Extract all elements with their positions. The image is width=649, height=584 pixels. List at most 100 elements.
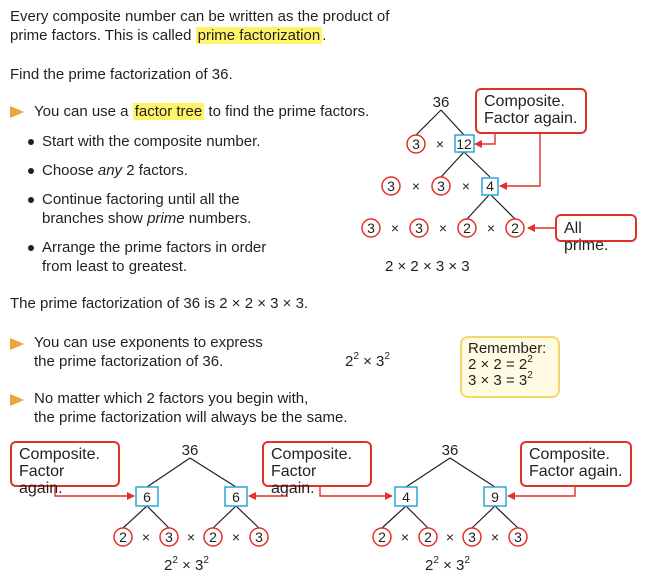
tree-main-r2-b: 3	[437, 178, 445, 194]
times-sign: ×	[187, 529, 195, 545]
composite-box-icon	[135, 486, 159, 507]
prime-circle-icon	[159, 527, 179, 547]
intro-text: prime factors. This is called	[10, 27, 196, 44]
step-4-line-1: Arrange the prime factors in order	[42, 239, 267, 256]
arrow-bullet-icon	[10, 106, 24, 118]
tl-base-1: 2	[164, 557, 173, 574]
prime-circle-icon	[372, 527, 392, 547]
callout-text-1: Composite.	[19, 446, 100, 463]
step-3-line-1: Continue factoring until all the	[42, 191, 240, 208]
composite-box-icon	[481, 177, 499, 196]
times-sign: ×	[436, 136, 444, 152]
bullet-same-line-2: the prime factorization will always be t…	[34, 409, 348, 426]
intro-period: .	[322, 27, 327, 44]
tl-exp-1: 2	[172, 555, 178, 566]
step2-em: any	[97, 162, 123, 179]
bullet-dot-icon	[28, 139, 34, 145]
times-sign: ×	[232, 529, 240, 545]
remember-l2-text: 3 × 3 = 3	[468, 372, 528, 389]
prime-circle-icon	[409, 218, 429, 238]
times-sign: ×	[446, 529, 454, 545]
step3-text-a: branches show	[42, 210, 148, 227]
tree-left-root: 36	[182, 442, 199, 459]
tree-right-r2-c: 3	[468, 529, 476, 545]
tr-times: ×	[438, 557, 457, 574]
tree-main-r3-b: 3	[415, 220, 423, 236]
prime-circle-icon	[418, 527, 438, 547]
bullet-dot-icon	[28, 168, 34, 174]
tree-left-r1-a: 6	[143, 489, 151, 505]
tree-branches	[122, 109, 519, 529]
tr-base-2: 3	[456, 557, 465, 574]
callout-text-2: Factor again.	[484, 110, 578, 127]
exp-power-1: 2	[353, 351, 359, 362]
remember-l2-exp: 2	[527, 370, 533, 381]
tr-exp-2: 2	[464, 555, 470, 566]
times-sign: ×	[487, 220, 495, 236]
exp-base-1: 2	[345, 353, 354, 370]
remember-box: Remember: 2 × 2 = 22 3 × 3 = 32	[460, 336, 560, 398]
highlight-factor-tree: factor tree	[132, 103, 205, 120]
prime-circle-icon	[249, 527, 269, 547]
callout-text-2: Factor again.	[529, 463, 623, 480]
step2-text-b: 2 factors.	[122, 162, 188, 179]
tr-base-1: 2	[425, 557, 434, 574]
exp-times: ×	[358, 353, 377, 370]
tree-right-r2-b: 2	[424, 529, 432, 545]
composite-box-icon	[394, 486, 418, 507]
exponent-form: 22 × 32	[345, 352, 390, 371]
callout-text-2: Factor again.	[271, 463, 317, 497]
callout-text-2: Factor again.	[19, 463, 65, 497]
step2-text-a: Choose	[42, 162, 98, 179]
step3-text-b: numbers.	[184, 210, 252, 227]
callout-arrows	[54, 133, 576, 500]
callout-text-1: Composite.	[271, 446, 352, 463]
tree-main-r3-d: 2	[511, 220, 519, 236]
tree-main-r1-a: 3	[412, 136, 420, 152]
exp-power-2: 2	[384, 351, 390, 362]
tree-right-r2-a: 2	[378, 529, 386, 545]
tree-left-result: 22 × 32	[164, 556, 209, 575]
intro-line-2: prime factors. This is called prime fact…	[10, 26, 326, 45]
bullet-exponents-line-1: You can use exponents to express	[34, 334, 263, 351]
composite-box-icon	[224, 486, 248, 507]
callout-all-prime: All prime.	[555, 214, 637, 254]
tl-times: ×	[177, 557, 196, 574]
result-line: The prime factorization of 36 is 2 × 2 ×…	[10, 295, 309, 312]
step-1: Start with the composite number.	[42, 133, 261, 150]
bullet-same-line-1: No matter which 2 factors you begin with…	[34, 390, 309, 407]
tree-main-r3-c: 2	[463, 220, 471, 236]
times-sign: ×	[142, 529, 150, 545]
arrow-bullet-icon	[10, 394, 24, 406]
callout-text-1: Composite.	[529, 446, 610, 463]
tree-left-r2-c: 2	[209, 529, 217, 545]
tree-left-r1-b: 6	[232, 489, 240, 505]
bullet-dot-icon	[28, 245, 34, 251]
times-sign: ×	[491, 529, 499, 545]
exp-base-2: 3	[376, 353, 385, 370]
times-sign: ×	[462, 178, 470, 194]
tree-main-r3-a: 3	[367, 220, 375, 236]
prime-circle-icon	[203, 527, 223, 547]
tl-base-2: 3	[195, 557, 204, 574]
tree-left-r2-d: 3	[255, 529, 263, 545]
prime-circle-icon	[431, 176, 451, 196]
bullet1-text-b: to find the prime factors.	[204, 103, 370, 120]
step3-em: prime	[147, 210, 185, 227]
callout-composite-left: Composite. Factor again.	[10, 441, 120, 497]
highlight-prime-factorization: prime factorization	[195, 27, 323, 44]
tree-main-r2-c: 4	[486, 178, 494, 194]
remember-line-1: 2 × 2 = 22	[468, 355, 552, 373]
step-3-line-2: branches show prime numbers.	[42, 209, 251, 228]
callout-text-1: Composite.	[484, 93, 565, 110]
bullet-exponents-line-2: the prime factorization of 36.	[34, 353, 224, 370]
tree-left-r2-a: 2	[119, 529, 127, 545]
prime-circle-icon	[462, 527, 482, 547]
tree-right-root: 36	[442, 442, 459, 459]
prime-circle-icon	[381, 176, 401, 196]
task-line: Find the prime factorization of 36.	[10, 66, 233, 83]
callout-composite-main: Composite. Factor again.	[475, 88, 587, 134]
times-sign: ×	[391, 220, 399, 236]
composite-box-icon	[454, 134, 475, 153]
